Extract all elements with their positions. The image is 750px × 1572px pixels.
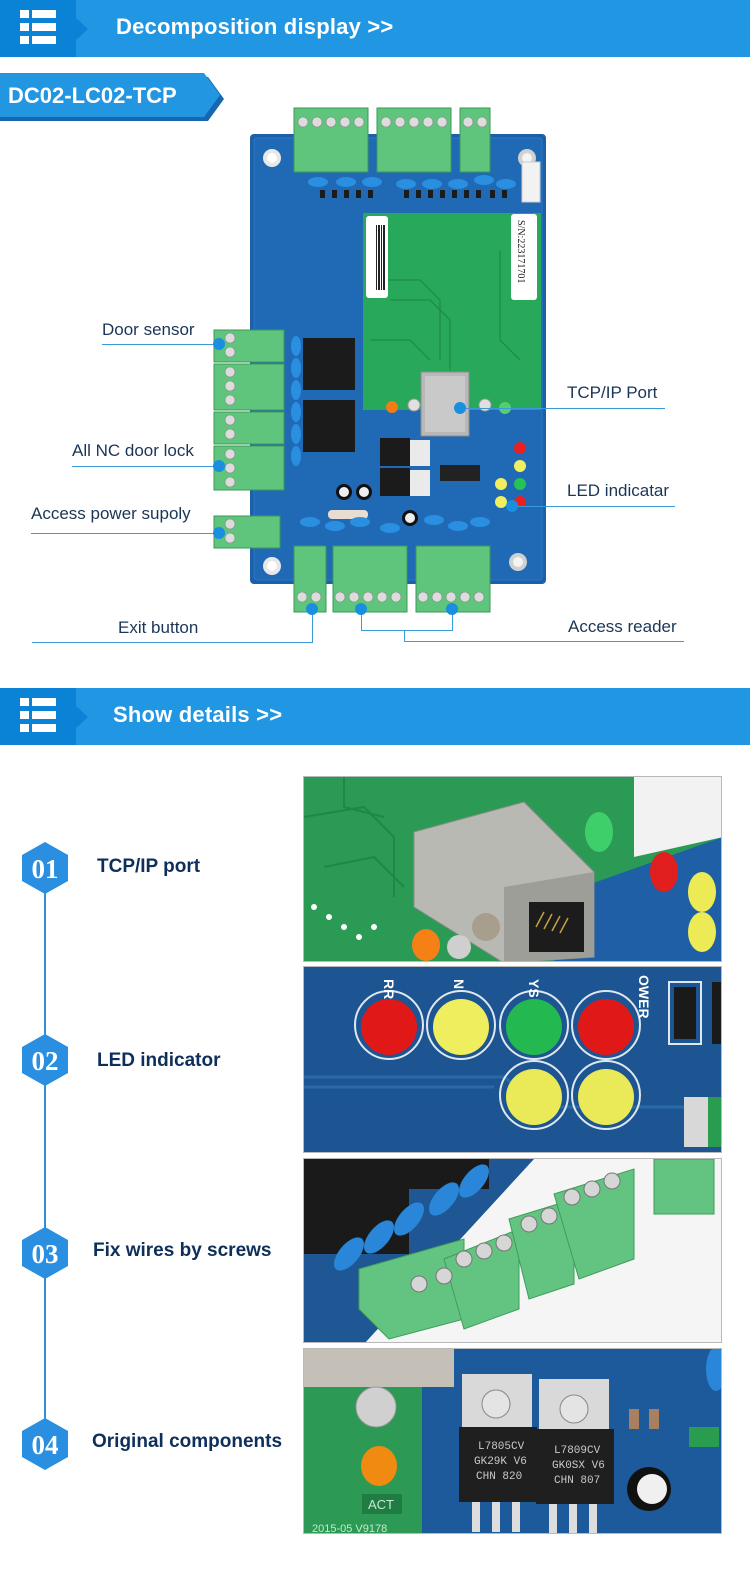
controller-board-image: S/N:223171701 [200,100,560,620]
callout-line [102,344,220,345]
callout-dot [306,603,318,615]
led-label-power: OWER [636,975,652,1019]
photo-regulator-closeup: ACT 2015-05 V9178 L7805CV GK29K V6 CHN 8… [303,1348,722,1534]
callout-dot [213,460,225,472]
act-label: ACT [368,1497,394,1512]
callout-line [404,641,684,642]
callout-line [361,608,362,631]
feature-label: Fix wires by screws [93,1240,272,1261]
led-label-sys: YS [526,979,542,998]
callout-dot [454,402,466,414]
banner-icon-box [0,688,88,745]
callout-power-supply: Access power supoly [31,504,191,523]
callout-line [72,466,220,467]
led-label-in: N [451,979,467,989]
feature-badge-03: 03 [22,1227,68,1279]
section-title: Show details >> [113,702,283,727]
callout-access-reader: Access reader [568,617,677,636]
feature-label: Original components [92,1431,283,1452]
list-icon [20,10,56,44]
chip1-line3: CHN 820 [476,1471,522,1483]
model-tag: DC02-LC02-TCP [0,73,225,121]
callout-nc-door-lock: All NC door lock [72,441,194,460]
feature-badge-01: 01 [22,842,68,894]
board-date-label: 2015-05 V9178 [312,1523,387,1534]
feature-badge-04: 04 [22,1418,68,1470]
banner-icon-box [0,0,88,57]
section-banner-details: Show details >> [0,688,750,745]
section-banner-decomposition: Decomposition display >> [0,0,750,57]
list-icon [20,698,56,732]
callout-dot [213,527,225,539]
feature-badge-02: 02 [22,1034,68,1086]
callout-line [312,608,313,643]
model-name: DC02-LC02-TCP [8,83,177,108]
feature-label: LED indicator [97,1050,221,1071]
callout-dot [355,603,367,615]
callout-line [512,506,675,507]
callout-line [460,408,665,409]
section-title: Decomposition display >> [116,14,394,39]
feature-label: TCP/IP port [97,856,201,877]
chip2-line3: CHN 807 [554,1475,600,1487]
photo-rj45-closeup [303,776,722,962]
callout-led-indicator: LED indicatar [567,481,670,500]
callout-dot [446,603,458,615]
callout-line [404,630,405,642]
callout-line [452,608,453,631]
photo-terminal-closeup [303,1158,722,1343]
model-tag-shape [0,73,224,121]
callout-door-sensor: Door sensor [102,320,195,339]
timeline-line [44,868,46,1446]
callout-tcp-port: TCP/IP Port [567,383,658,402]
chip1-line2: GK29K V6 [474,1456,527,1468]
callout-line [32,642,313,643]
chip2-line2: GK0SX V6 [552,1460,605,1472]
chip1-line1: L7805CV [478,1441,525,1453]
photo-led-closeup: RR N YS OWER [303,966,722,1153]
callout-line [361,630,453,631]
serial-number-label: S/N:223171701 [515,220,526,283]
callout-dot [506,500,518,512]
callout-exit-button: Exit button [118,618,199,637]
chip2-line1: L7809CV [554,1445,601,1457]
led-label-err: RR [381,979,397,999]
callout-dot [213,338,225,350]
callout-line [31,533,220,534]
